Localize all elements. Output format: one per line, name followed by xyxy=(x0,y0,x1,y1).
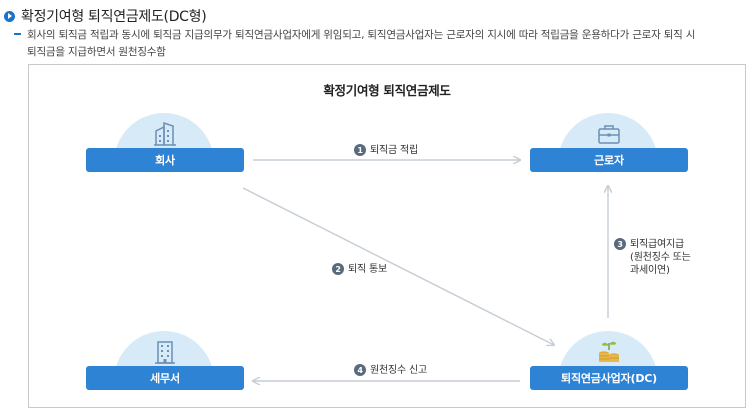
flow-label-text: 퇴직 통보 xyxy=(348,264,387,275)
node-company: 회사 xyxy=(86,113,244,187)
office-building-icon xyxy=(146,337,184,367)
play-bullet-icon xyxy=(4,10,15,22)
diagram-panel: 확정기여형 퇴직연금제도 xyxy=(28,64,746,408)
node-employee-label: 근로자 xyxy=(530,148,688,172)
arrow-company-to-provider xyxy=(242,187,554,345)
dash-bullet-icon xyxy=(14,33,21,35)
node-provider: 퇴직연금사업자(DC) xyxy=(530,331,688,405)
flow-label-text: 퇴직급여지급 xyxy=(630,239,684,250)
flow-label-4: 4 원천징수 신고 xyxy=(354,364,427,377)
section-heading: 확정기여형 퇴직연금제도(DC형) xyxy=(4,6,207,26)
description-line-2: 퇴직금을 지급하면서 원천징수함 xyxy=(27,46,166,58)
flow-number-badge: 3 xyxy=(614,238,626,250)
section-title: 확정기여형 퇴직연금제도(DC형) xyxy=(21,9,207,25)
briefcase-icon xyxy=(590,119,628,149)
diagram-title: 확정기여형 퇴직연금제도 xyxy=(323,83,451,98)
flow-label-3: 3 퇴직급여지급 (원천징수 또는 과세이연) xyxy=(614,238,691,277)
building-icon xyxy=(146,119,184,149)
coins-plant-icon xyxy=(590,337,628,367)
flow-label-text: 퇴직금 적립 xyxy=(370,145,418,156)
flow-number-badge: 4 xyxy=(354,364,366,376)
node-tax-office-label: 세무서 xyxy=(86,366,244,390)
node-tax-office: 세무서 xyxy=(86,331,244,405)
node-company-label: 회사 xyxy=(86,148,244,172)
description-line-1: 회사의 퇴직금 적립과 동시에 퇴직금 지급의무가 퇴직연금사업자에게 위임되고… xyxy=(27,29,696,41)
node-employee: 근로자 xyxy=(530,113,688,187)
flow-number-badge: 1 xyxy=(354,144,366,156)
flow-label-1: 1 퇴직금 적립 xyxy=(354,144,418,157)
flow-number-badge: 2 xyxy=(332,263,344,275)
flow-label-text: (원천징수 또는 xyxy=(630,252,691,263)
flow-label-text: 과세이연) xyxy=(630,265,670,276)
node-provider-label: 퇴직연금사업자(DC) xyxy=(530,366,688,390)
description: 회사의 퇴직금 적립과 동시에 퇴직금 지급의무가 퇴직연금사업자에게 위임되고… xyxy=(14,27,742,61)
flow-label-text: 원천징수 신고 xyxy=(370,365,427,376)
flow-label-2: 2 퇴직 통보 xyxy=(332,263,387,276)
